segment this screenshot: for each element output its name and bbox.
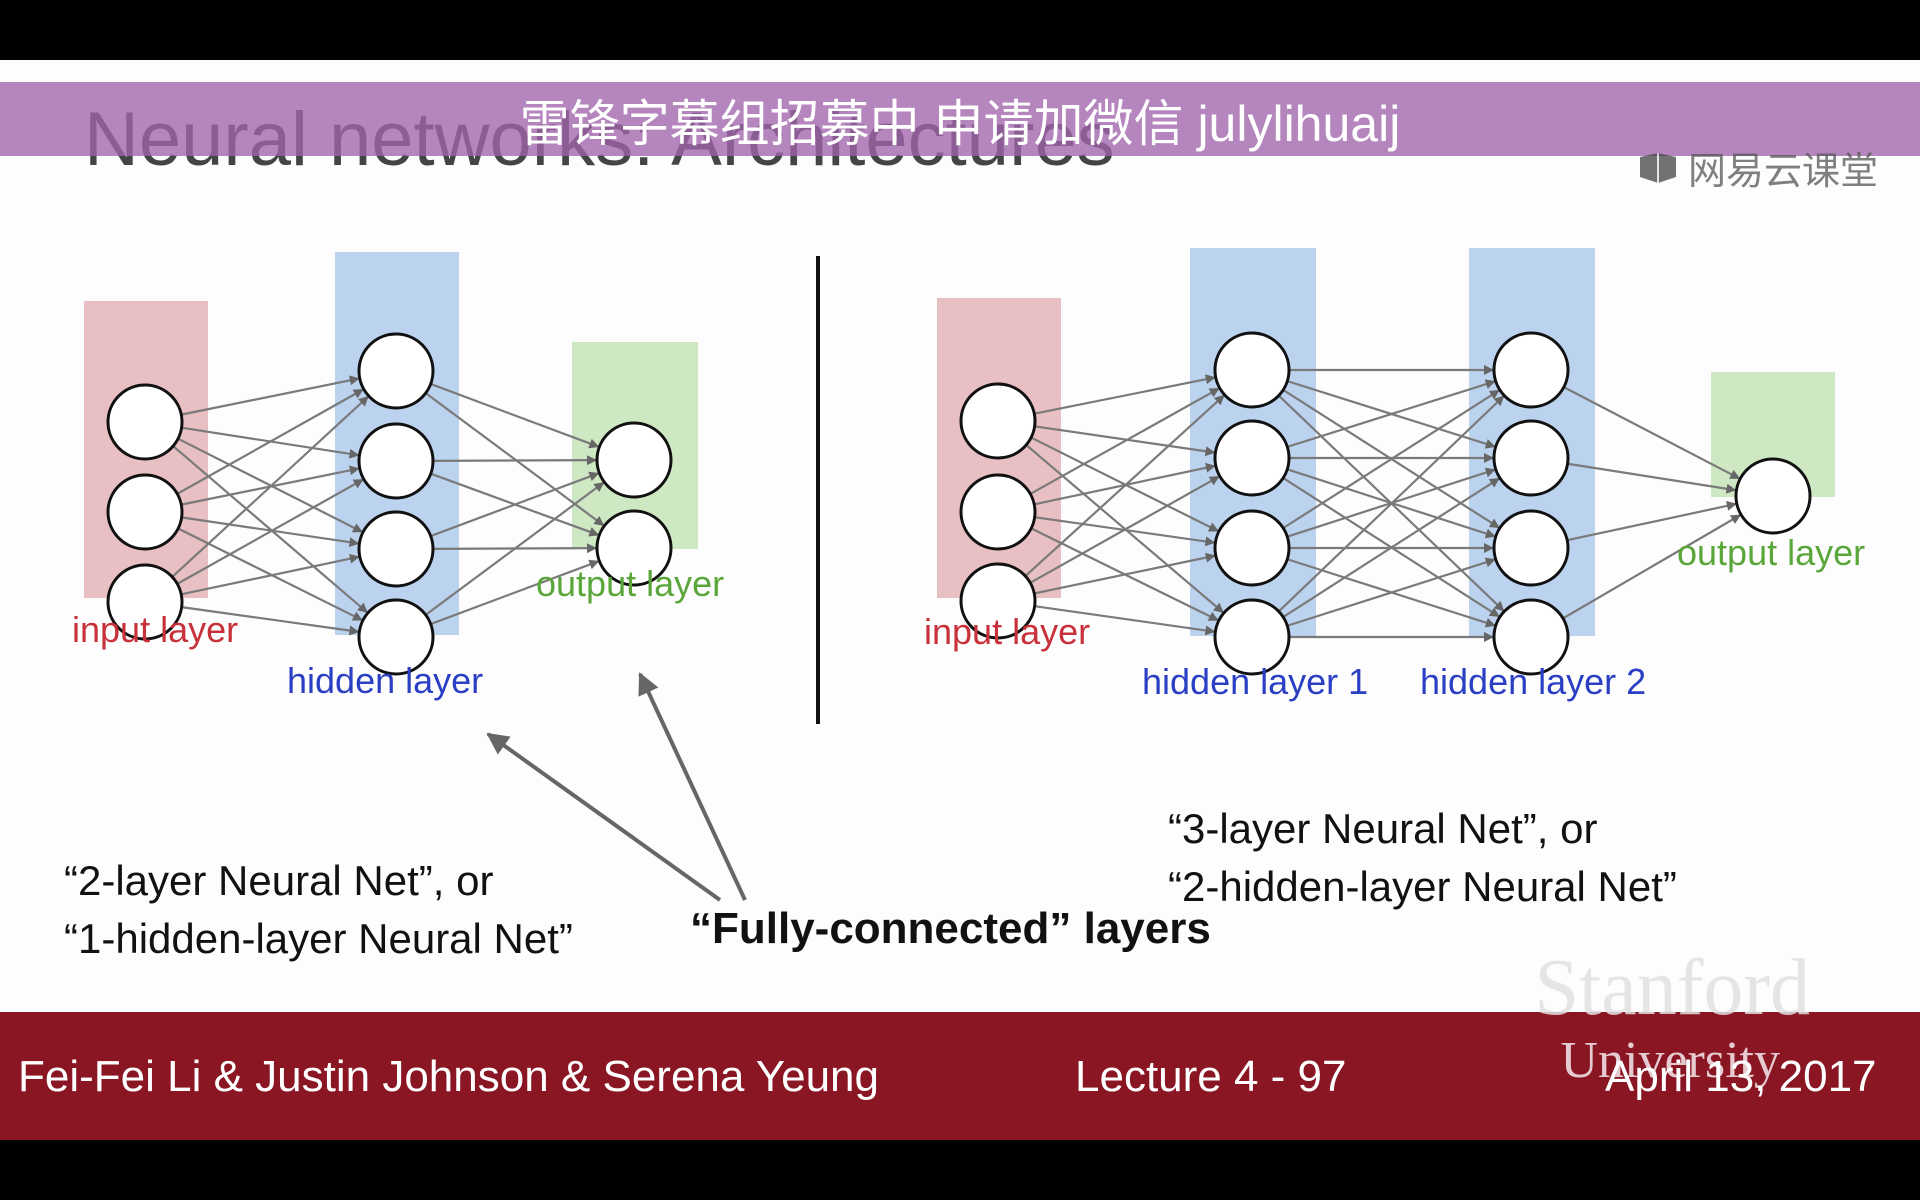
left-edge-input1-to-hidden4 [172,445,368,614]
right-edge-hidden24-to-output1 [1562,514,1742,620]
right-input-neuron-1 [959,382,1037,460]
left-edge-hidden1-to-output2 [425,392,605,527]
right-hidden2-neuron-1 [1492,331,1570,409]
left-edge-hidden1-to-output1 [430,382,600,449]
right-edge-input1-to-hidden12 [1034,425,1216,457]
left-edge-input3-to-hidden3 [180,553,360,596]
right-edge-hidden14-to-hidden21 [1277,395,1505,613]
logo-text: 网易云课堂 [1687,151,1878,193]
neurons [106,331,1812,676]
right-output-layer-label: output layer [1677,532,1865,573]
left-edge-input3-to-hidden2 [176,478,364,585]
fully-connected-arrow-2 [638,672,747,901]
left-caption-line-2: “1-hidden-layer Neural Net” [64,915,573,962]
right-edge-input3-to-hidden12 [1029,475,1220,584]
left-hidden-layer-label: hidden layer [287,660,483,701]
right-caption-line-2: “2-hidden-layer Neural Net” [1168,863,1677,910]
logo-icon [1636,151,1680,185]
left-hidden-neuron-3 [357,510,435,588]
platform-logo: 网易云课堂 [1636,140,1878,195]
footer-authors: Fei-Fei Li & Justin Johnson & Serena Yeu… [18,1052,879,1101]
left-output-layer-label: output layer [536,563,724,604]
left-input-neuron-1 [106,383,184,461]
right-edge-hidden21-to-output1 [1563,386,1741,480]
left-caption: “2-layer Neural Net”, or “1-hidden-layer… [64,852,573,968]
right-input-neuron-2 [959,473,1037,551]
network-diagram: input layer hidden layer output layer in… [72,248,1865,902]
right-hidden1-neuron-1 [1213,331,1291,409]
footer-bar [0,1012,1920,1140]
right-edge-input1-to-hidden11 [1034,374,1216,415]
watermark-banner-text: 雷锋字幕组招募中 申请加微信 julylihuaij [519,96,1401,152]
left-edge-input2-to-hidden3 [181,516,360,548]
left-edge-input1-to-hidden1 [181,375,360,416]
right-hidden1-neuron-2 [1213,419,1291,497]
left-edge-input3-to-hidden4 [181,606,360,636]
right-output-neuron-1 [1734,457,1812,535]
right-edge-input2-to-hidden11 [1029,387,1220,495]
right-edge-input3-to-hidden13 [1033,552,1216,595]
fully-connected-label: “Fully-connected” layers [690,904,1211,953]
left-edge-input3-to-hidden1 [171,395,369,578]
left-input-neuron-3 [106,563,184,641]
left-edge-hidden3-to-output1 [430,471,600,538]
right-edge-hidden23-to-output1 [1566,500,1737,542]
stanford-logo-line-1: Stanford [1534,944,1810,1032]
left-edge-input1-to-hidden3 [177,437,363,533]
connections [171,365,1742,642]
left-hidden-neuron-1 [357,332,435,410]
stanford-logo: Stanford University [1534,945,1810,1091]
right-hidden-layer-1-label: hidden layer 1 [1142,661,1368,702]
right-hidden1-neuron-4 [1213,598,1291,676]
right-hidden1-neuron-3 [1213,509,1291,587]
right-hidden2-neuron-4 [1492,598,1570,676]
right-edge-hidden22-to-output1 [1567,462,1737,494]
left-hidden-neuron-2 [357,422,435,500]
right-input-neuron-3 [959,562,1037,640]
left-edge-hidden4-to-output2 [430,559,600,626]
footer-lecture: Lecture 4 - 97 [1075,1052,1347,1101]
footer-date: April 13, 2017 [1605,1052,1877,1101]
slide: Neural networks: Architectures 雷锋字幕组招募中 … [0,60,1920,1140]
left-edge-input2-to-hidden1 [176,388,364,495]
right-edge-input3-to-hidden14 [1034,605,1216,636]
left-input-neuron-2 [106,473,184,551]
left-edge-hidden2-to-output1 [432,455,598,466]
left-hidden-neuron-4 [357,598,435,676]
left-output-neuron-1 [595,421,673,499]
right-edge-hidden13-to-hidden21 [1282,389,1500,530]
stanford-logo-line-2: University [1560,1032,1780,1089]
right-caption: “3-layer Neural Net”, or “2-hidden-layer… [1168,800,1677,916]
right-hidden2-neuron-3 [1492,509,1570,587]
left-edge-hidden4-to-output1 [425,481,605,616]
left-input-layer-label: input layer [72,609,238,650]
right-caption-line-1: “3-layer Neural Net”, or [1168,805,1598,852]
left-caption-line-1: “2-layer Neural Net”, or [64,857,494,904]
right-edge-hidden12-to-hidden21 [1286,379,1496,448]
right-hidden2-neuron-2 [1492,419,1570,497]
right-input-layer-label: input layer [924,611,1090,652]
right-hidden-layer-2-label: hidden layer 2 [1420,661,1646,702]
watermark-banner [0,82,1920,156]
right-edge-hidden14-to-hidden23 [1286,557,1496,627]
left-output-neuron-2 [595,509,673,587]
right-edge-hidden14-to-hidden22 [1282,477,1500,618]
fully-connected-arrow-1 [486,732,722,902]
right-edge-input3-to-hidden11 [1024,394,1225,577]
